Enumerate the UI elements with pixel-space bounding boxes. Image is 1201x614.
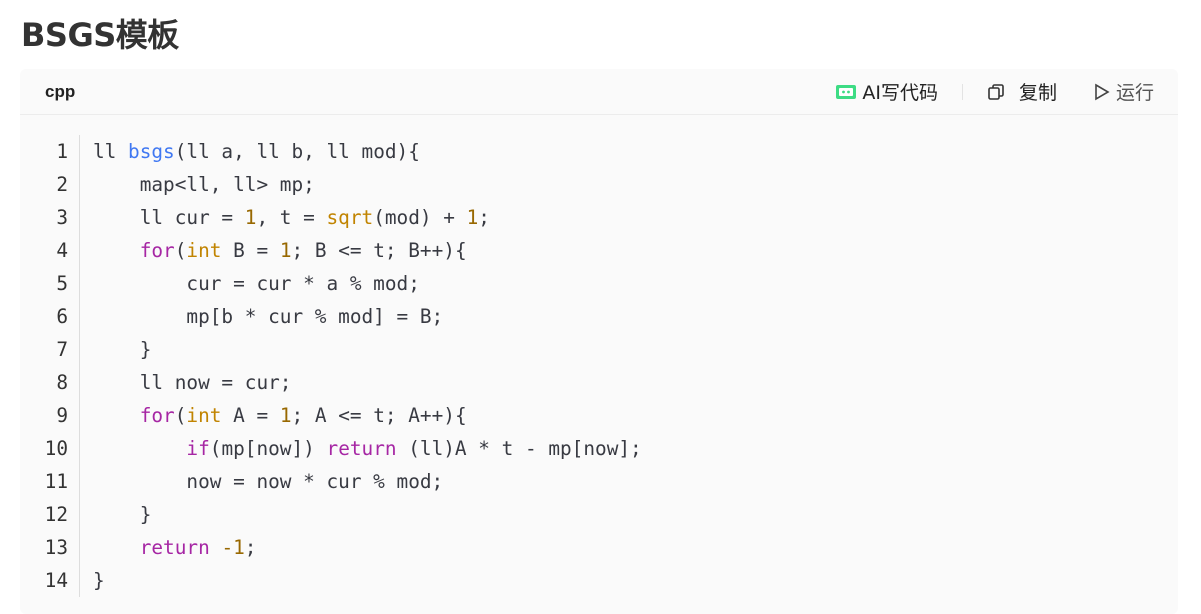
- code-content: 1 ll bsgs(ll a, ll b, ll mod){ 2 map<ll, l…: [20, 135, 642, 597]
- code-token: now = now * cur % mod;: [93, 470, 444, 493]
- code-line: 6 mp[b * cur % mod] = B;: [20, 300, 642, 333]
- code-token: ll cur =: [93, 206, 245, 229]
- type-token: int: [186, 404, 222, 427]
- code-token: }: [93, 338, 152, 361]
- code-token: (: [174, 239, 187, 262]
- line-number: 7: [20, 333, 80, 366]
- number-token: 1: [466, 206, 479, 229]
- type-token: int: [186, 239, 222, 262]
- line-number: 12: [20, 498, 80, 531]
- code-line: 13 return -1;: [20, 531, 642, 564]
- keyword-token: return: [139, 536, 210, 559]
- code-line: 9 for(int A = 1; A <= t; A++){: [20, 399, 642, 432]
- code-token: ; A <= t; A++){: [291, 404, 467, 427]
- keyword-token: for: [139, 404, 175, 427]
- code-token: B =: [221, 239, 280, 262]
- spacer: [1075, 84, 1076, 100]
- line-number: 14: [20, 564, 80, 597]
- code-token: [93, 234, 140, 267]
- code-line: 2 map<ll, ll> mp;: [20, 168, 642, 201]
- copy-icon: [988, 83, 1004, 100]
- code-block: cpp AI写代码 复制 运行 1 ll bsgs(ll a, ll b, ll …: [20, 69, 1178, 614]
- code-token: ;: [244, 536, 257, 559]
- code-token: }: [93, 503, 152, 526]
- code-line: 1 ll bsgs(ll a, ll b, ll mod){: [20, 135, 642, 168]
- code-token: (mod) +: [373, 206, 467, 229]
- code-line: 4 for(int B = 1; B <= t; B++){: [20, 234, 642, 267]
- line-number: 2: [20, 168, 80, 201]
- divider: [961, 83, 963, 100]
- code-token: }: [93, 569, 105, 592]
- code-token: ; B <= t; B++){: [291, 239, 467, 262]
- number-token: 1: [244, 206, 257, 229]
- line-number: 4: [20, 234, 80, 267]
- code-token: [93, 399, 140, 432]
- type-token: sqrt: [326, 206, 374, 229]
- ai-robot-icon: [836, 84, 857, 99]
- run-button[interactable]: 运行: [1094, 78, 1154, 105]
- line-number: 13: [20, 531, 80, 564]
- line-number: 6: [20, 300, 80, 333]
- ai-write-code-label: AI写代码: [862, 82, 938, 104]
- line-number: 3: [20, 201, 80, 234]
- code-header: cpp AI写代码 复制 运行: [20, 69, 1178, 115]
- code-line: 14}: [20, 564, 642, 597]
- code-token: mp[b * cur % mod] = B;: [93, 305, 444, 328]
- code-line: 7 }: [20, 333, 642, 366]
- code-line: 5 cur = cur * a % mod;: [20, 267, 642, 300]
- line-number: 11: [20, 465, 80, 498]
- code-token: ll now = cur;: [93, 371, 292, 394]
- code-token: A =: [221, 404, 280, 427]
- line-number: 8: [20, 366, 80, 399]
- keyword-token: for: [139, 239, 175, 262]
- number-token: 1: [279, 239, 292, 262]
- code-line: 8 ll now = cur;: [20, 366, 642, 399]
- code-token: [210, 531, 222, 564]
- code-token: (ll a, ll b, ll mod){: [174, 140, 420, 163]
- code-token: (ll)A * t - mp[now];: [396, 437, 642, 460]
- keyword-token: if: [186, 437, 210, 460]
- code-token: ;: [478, 206, 490, 229]
- play-icon: [1095, 83, 1110, 100]
- number-token: -1: [221, 536, 245, 559]
- code-token: [93, 531, 140, 564]
- copy-button[interactable]: 复制: [987, 78, 1057, 105]
- code-line: 12 }: [20, 498, 642, 531]
- number-token: 1: [279, 404, 292, 427]
- language-label: cpp: [45, 81, 76, 101]
- code-line: 10 if(mp[now]) return (ll)A * t - mp[now…: [20, 432, 642, 465]
- code-token: [93, 432, 186, 465]
- line-number: 1: [20, 135, 80, 168]
- code-token: (: [174, 404, 187, 427]
- page-title: BSGS模板: [21, 16, 179, 54]
- code-line: 11 now = now * cur % mod;: [20, 465, 642, 498]
- function-token: bsgs: [128, 140, 175, 163]
- line-number: 10: [20, 432, 80, 465]
- ai-write-code-button[interactable]: AI写代码: [836, 78, 938, 105]
- code-token: map<ll, ll> mp;: [93, 173, 315, 196]
- run-label: 运行: [1115, 82, 1154, 104]
- code-token: ll: [93, 140, 129, 163]
- line-number: 9: [20, 399, 80, 432]
- copy-label: 复制: [1018, 82, 1057, 104]
- line-number: 5: [20, 267, 80, 300]
- code-line: 3 ll cur = 1, t = sqrt(mod) + 1;: [20, 201, 642, 234]
- code-token: cur = cur * a % mod;: [93, 272, 420, 295]
- code-token: , t =: [256, 206, 327, 229]
- code-token: (mp[now]): [209, 437, 327, 460]
- keyword-token: return: [326, 437, 397, 460]
